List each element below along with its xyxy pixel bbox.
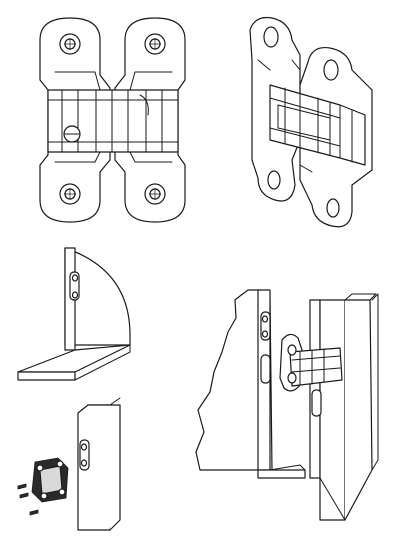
screw xyxy=(17,483,27,490)
loose-hinge-part xyxy=(31,457,69,503)
hinge-mortise-in-frame-with-loose-parts xyxy=(17,397,121,531)
hinge-perspective-view xyxy=(249,16,373,228)
hinge-mortise-in-door-edge xyxy=(17,247,131,381)
hinge-installed-in-door-and-frame xyxy=(195,289,379,521)
hinge-front-view xyxy=(39,17,186,223)
screw xyxy=(19,492,29,499)
screw xyxy=(29,509,39,516)
installed-hinge-part xyxy=(279,333,343,392)
